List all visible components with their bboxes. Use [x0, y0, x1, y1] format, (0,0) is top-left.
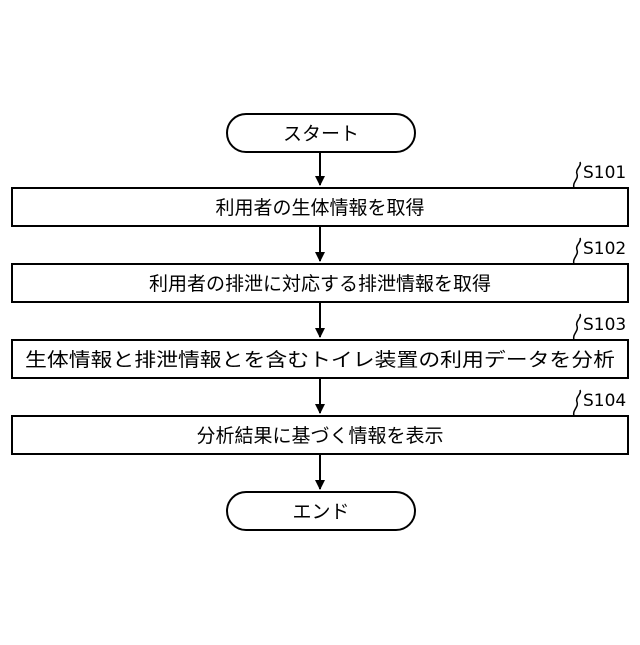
step-label-s101: S101	[583, 163, 626, 183]
start-terminator-text: スタート	[283, 123, 359, 145]
process-step-s103: 生体情報と排泄情報とを含むトイレ装置の利用データを分析	[12, 340, 628, 378]
end-terminator: エンド	[227, 492, 415, 530]
process-step-s104-text: 分析結果に基づく情報を表示	[196, 425, 443, 447]
end-terminator-text: エンド	[292, 501, 349, 523]
step-label-s102: S102	[583, 239, 626, 259]
step-label-leader-s103	[574, 314, 581, 340]
step-label-leader-s104	[574, 390, 581, 416]
step-label-leader-s102	[574, 238, 581, 264]
process-step-s101-text: 利用者の生体情報を取得	[215, 197, 424, 219]
step-label-leader-s101	[574, 162, 581, 188]
process-step-s103-text: 生体情報と排泄情報とを含むトイレ装置の利用データを分析	[25, 349, 615, 371]
start-terminator: スタート	[227, 114, 415, 152]
step-label-s104: S104	[583, 391, 626, 411]
step-label-s103: S103	[583, 315, 626, 335]
process-step-s104: 分析結果に基づく情報を表示	[12, 416, 628, 454]
process-step-s102-text: 利用者の排泄に対応する排泄情報を取得	[149, 273, 491, 295]
process-step-s101: 利用者の生体情報を取得	[12, 188, 628, 226]
process-step-s102: 利用者の排泄に対応する排泄情報を取得	[12, 264, 628, 302]
